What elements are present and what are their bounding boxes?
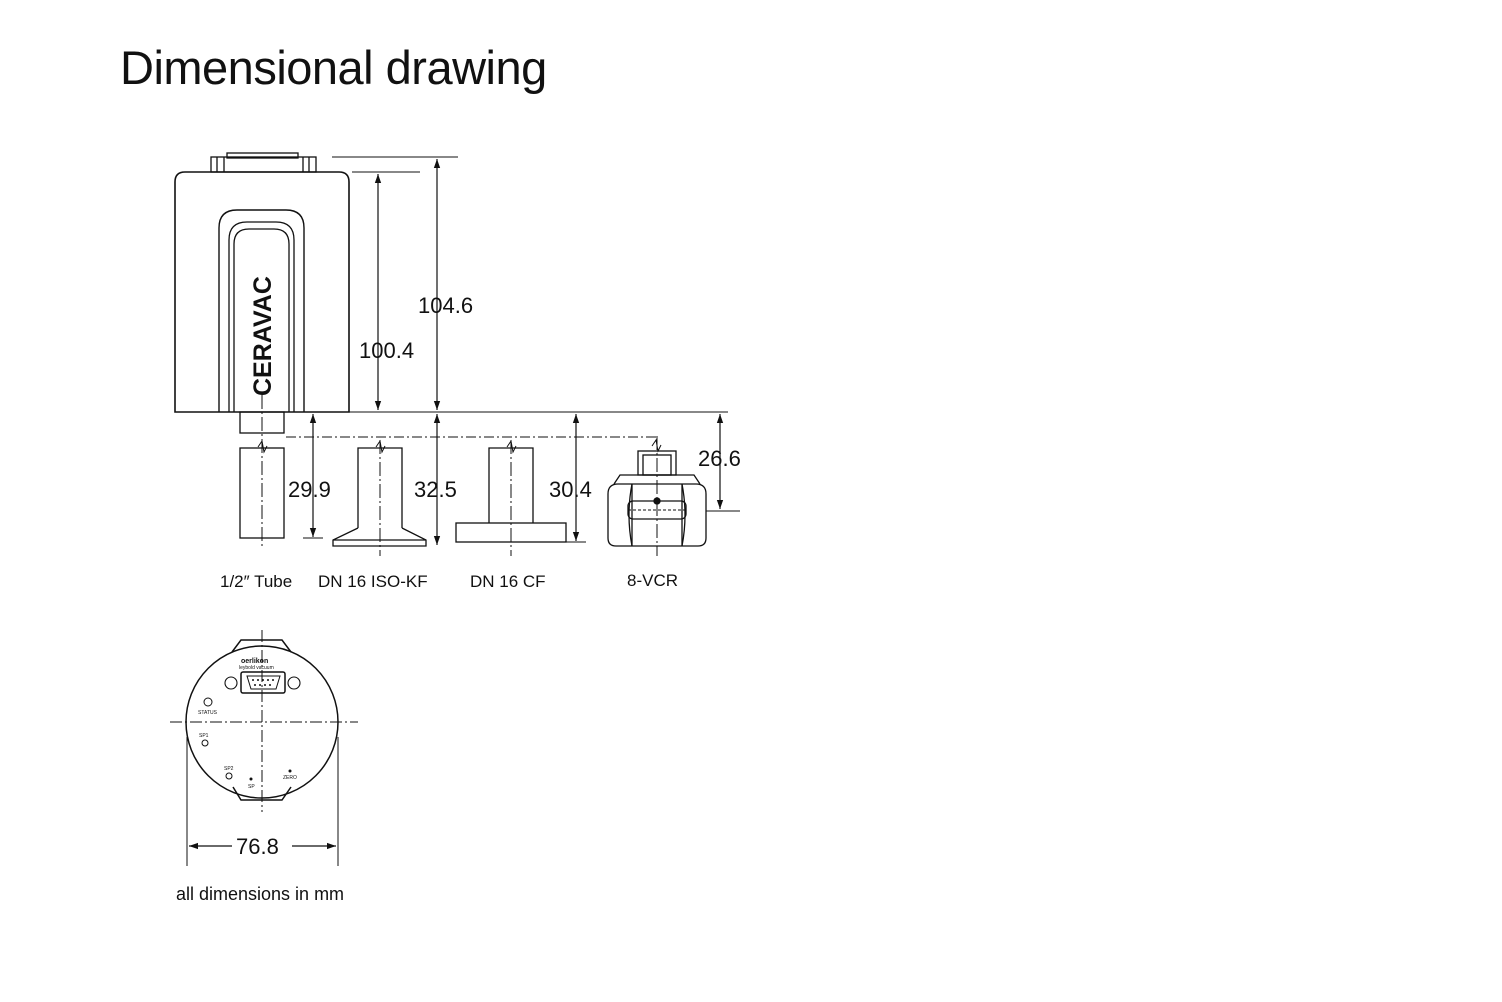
dim-diameter: 76.8 <box>236 834 279 859</box>
vcr-fitting-drawing <box>607 436 707 556</box>
cf-flange-drawing <box>455 440 567 556</box>
brand-leybold: leybold vacuum <box>239 665 274 671</box>
caption-vcr: 8-VCR <box>627 571 678 590</box>
dim-body-height: 100.4 <box>359 338 414 363</box>
dim-tube-length: 29.9 <box>288 477 331 502</box>
tube-fitting-drawing <box>239 447 285 539</box>
brand-oerlikon: oerlikon <box>241 658 268 665</box>
caption-iso-kf: DN 16 ISO-KF <box>318 572 428 591</box>
gauge-body-side-view <box>174 152 350 434</box>
caption-tube: 1/2″ Tube <box>220 572 292 591</box>
units-note: all dimensions in mm <box>176 884 345 904</box>
dim-vcr-length: 26.6 <box>698 446 741 471</box>
ceravac-logo: CERAVAC <box>249 276 277 396</box>
iso-kf-flange-drawing <box>332 440 427 556</box>
label-sp: SP <box>248 784 255 790</box>
dim-overall-height: 104.6 <box>418 293 473 318</box>
page-title: Dimensional drawing <box>120 41 547 94</box>
label-sp2: SP2 <box>224 766 234 772</box>
dim-iso-kf-length: 32.5 <box>414 477 457 502</box>
label-status: STATUS <box>198 710 218 716</box>
gauge-front-view: oerlikon leybold vacuum STATUS SP1 SP2 S… <box>170 630 358 866</box>
dim-cf-length: 30.4 <box>549 477 592 502</box>
label-zero: ZERO <box>283 775 297 781</box>
label-sp1: SP1 <box>199 733 209 739</box>
caption-cf: DN 16 CF <box>470 572 546 591</box>
